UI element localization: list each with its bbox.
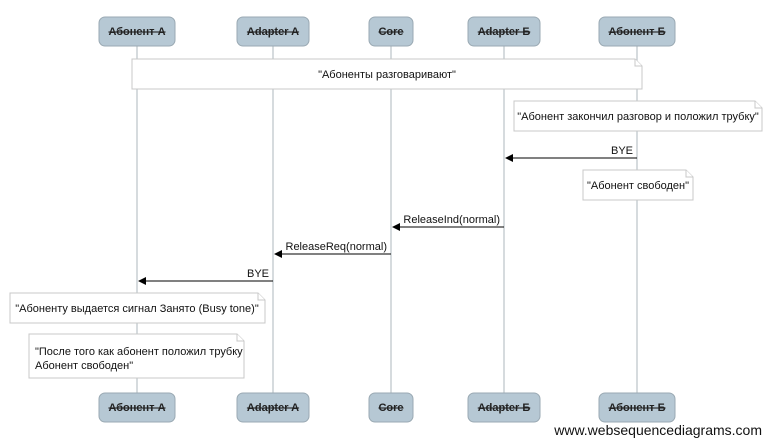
participant-adapter-b-bottom[interactable]: Adapter Б bbox=[467, 392, 541, 423]
participant-label: Core bbox=[378, 402, 403, 414]
participant-label: Adapter Б bbox=[478, 26, 531, 38]
watermark-link[interactable]: www.websequencediagrams.com bbox=[553, 422, 762, 438]
participant-abonent-b-bottom[interactable]: Абонент Б bbox=[598, 392, 676, 423]
note-text: "Абоненты разговаривают" bbox=[318, 69, 456, 81]
message-label: ReleaseReq(normal) bbox=[286, 241, 388, 253]
message-label: BYE bbox=[247, 268, 269, 280]
message-label: ReleaseInd(normal) bbox=[403, 214, 500, 226]
message-bye-b: BYE bbox=[505, 145, 637, 162]
message-bye-a: BYE bbox=[138, 268, 273, 285]
note-abonent-b-free: "Абонент свободен" bbox=[582, 169, 694, 201]
participant-label: Core bbox=[378, 26, 403, 38]
participant-label: Абонент А bbox=[108, 26, 165, 38]
participant-label: Абонент А bbox=[108, 402, 165, 414]
participant-abonent-b-top[interactable]: Абонент Б bbox=[598, 16, 676, 47]
participant-adapter-a-bottom[interactable]: Adapter A bbox=[236, 392, 310, 423]
note-text: "Абонент свободен" bbox=[587, 180, 689, 192]
note-abonents-talking: "Абоненты разговаривают" bbox=[131, 58, 643, 90]
participant-label: Абонент Б bbox=[608, 402, 665, 414]
participant-adapter-b-top[interactable]: Adapter Б bbox=[467, 16, 541, 47]
note-text-line-2: Абонент свободен" bbox=[35, 360, 133, 372]
note-text: "Абонент закончил разговор и положил тру… bbox=[517, 111, 759, 123]
participants-top: Абонент А Adapter A Core Adapter Б Абоне… bbox=[98, 16, 676, 47]
participant-label: Adapter A bbox=[247, 26, 299, 38]
notes: "Абоненты разговаривают" "Абонент законч… bbox=[9, 58, 763, 379]
participant-adapter-a-top[interactable]: Adapter A bbox=[236, 16, 310, 47]
note-busy-tone: "Абоненту выдается сигнал Занято (Busy t… bbox=[9, 292, 266, 324]
participant-label: Adapter Б bbox=[478, 402, 531, 414]
message-release-ind: ReleaseInd(normal) bbox=[392, 214, 504, 231]
participant-abonent-a-bottom[interactable]: Абонент А bbox=[98, 392, 176, 423]
participant-abonent-a-top[interactable]: Абонент А bbox=[98, 16, 176, 47]
messages: BYE ReleaseInd(normal) ReleaseReq(normal… bbox=[138, 145, 637, 285]
note-abonent-hung-up: "Абонент закончил разговор и положил тру… bbox=[513, 100, 763, 132]
note-after-hangup: "После того как абонент положил трубку А… bbox=[28, 333, 245, 379]
participant-label: Абонент Б bbox=[608, 26, 665, 38]
participant-label: Adapter A bbox=[247, 402, 299, 414]
participants-bottom: Абонент А Adapter A Core Adapter Б Абоне… bbox=[98, 392, 676, 423]
note-text-line-1: "После того как абонент положил трубку bbox=[35, 346, 243, 358]
participant-core-bottom[interactable]: Core bbox=[368, 392, 414, 423]
participant-core-top[interactable]: Core bbox=[368, 16, 414, 47]
note-text: "Абоненту выдается сигнал Занято (Busy t… bbox=[15, 303, 259, 315]
message-release-req: ReleaseReq(normal) bbox=[274, 241, 391, 258]
message-label: BYE bbox=[611, 145, 633, 157]
